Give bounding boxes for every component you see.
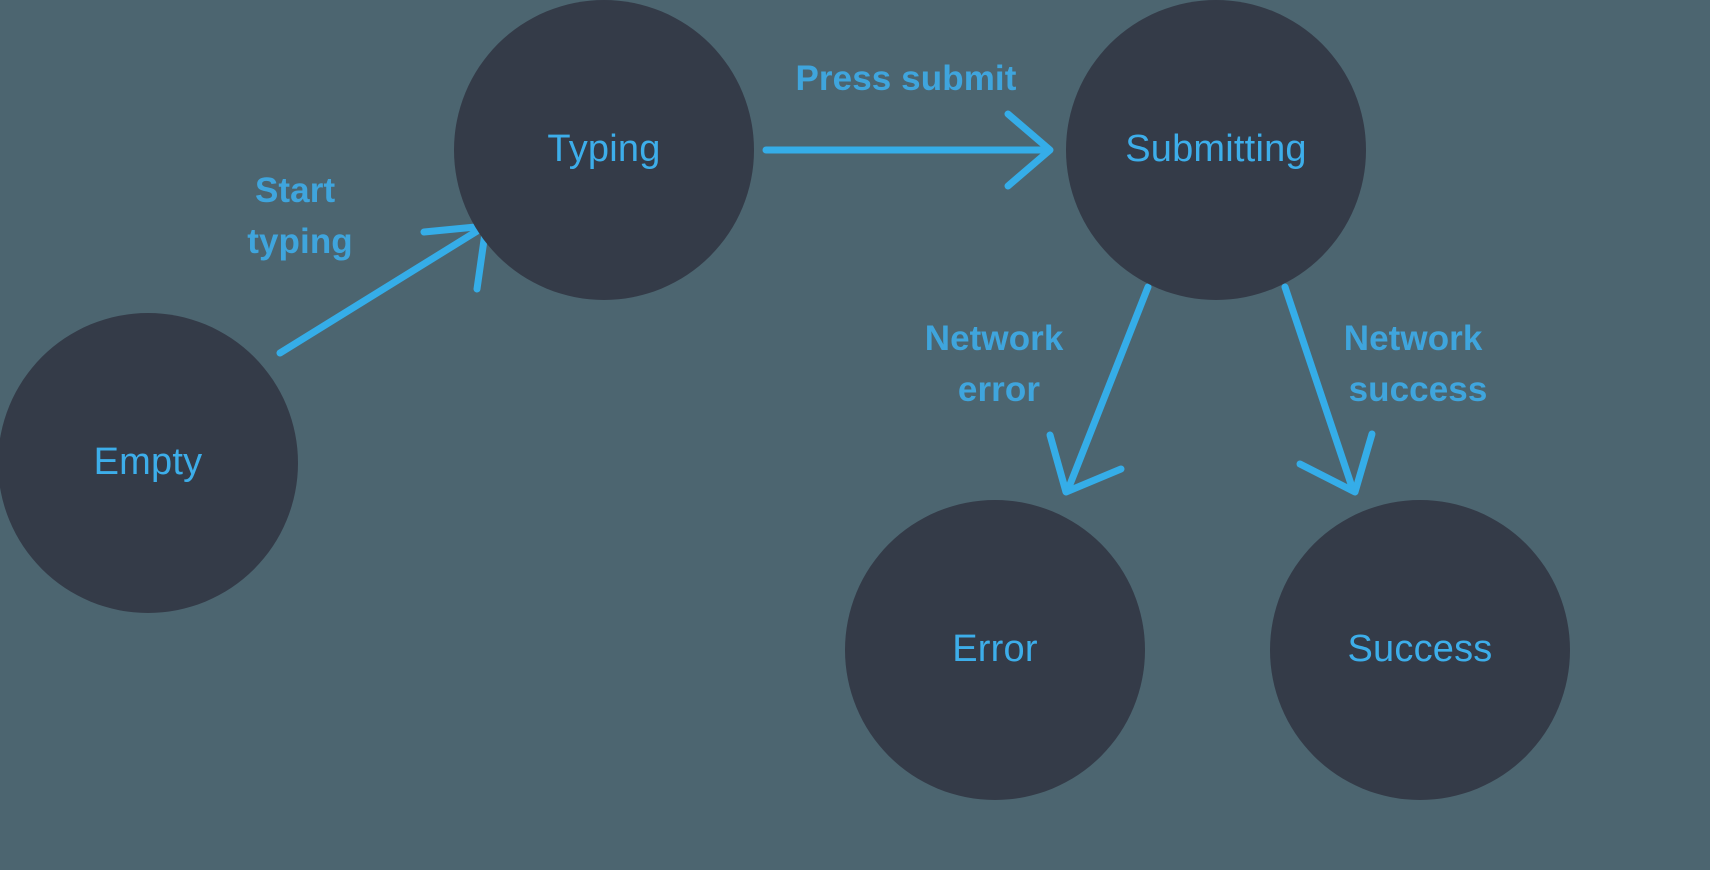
transition-label-start-typing-line1: Start xyxy=(255,171,335,210)
transition-start-typing-line xyxy=(276,224,486,357)
transition-network-success-arrowhead xyxy=(1296,430,1376,496)
transition-label-network-error-line1: Network xyxy=(925,319,1064,358)
transition-label-start-typing-line2: typing xyxy=(247,222,353,261)
transition-label-network-error: Network error xyxy=(925,319,1074,409)
state-node-typing[interactable]: Typing xyxy=(454,0,754,300)
state-label-empty: Empty xyxy=(94,441,203,483)
state-label-typing: Typing xyxy=(547,128,660,170)
transition-label-network-success-line1: Network xyxy=(1344,319,1483,358)
transition-network-success xyxy=(1281,283,1376,496)
state-circle-error[interactable] xyxy=(845,500,1145,800)
transition-network-success-line xyxy=(1281,283,1356,491)
state-node-submitting[interactable]: Submitting xyxy=(1066,0,1366,300)
transition-network-error xyxy=(1046,283,1152,496)
transition-network-error-arrowhead xyxy=(1046,431,1125,496)
state-label-success: Success xyxy=(1347,628,1492,670)
state-label-error: Error xyxy=(952,628,1038,670)
transition-press-submit-arrowhead xyxy=(1004,110,1054,190)
state-circle-empty[interactable] xyxy=(0,313,298,613)
state-node-success[interactable]: Success xyxy=(1270,500,1570,800)
transition-label-start-typing: Start typing xyxy=(247,171,353,261)
transition-label-network-success: Network success xyxy=(1344,319,1493,409)
transition-network-error-line xyxy=(1065,283,1152,491)
transition-press-submit xyxy=(762,110,1054,190)
state-circle-submitting[interactable] xyxy=(1066,0,1366,300)
state-node-error[interactable]: Error xyxy=(845,500,1145,800)
transition-label-network-error-line2: error xyxy=(958,370,1040,409)
transition-label-press-submit: Press submit xyxy=(795,59,1016,98)
state-circle-success[interactable] xyxy=(1270,500,1570,800)
transition-label-network-success-line2: success xyxy=(1349,370,1488,409)
state-label-submitting: Submitting xyxy=(1125,128,1307,170)
state-circle-typing[interactable] xyxy=(454,0,754,300)
transition-label-press-submit-line1: Press submit xyxy=(795,59,1016,98)
state-node-empty[interactable]: Empty xyxy=(0,313,298,613)
